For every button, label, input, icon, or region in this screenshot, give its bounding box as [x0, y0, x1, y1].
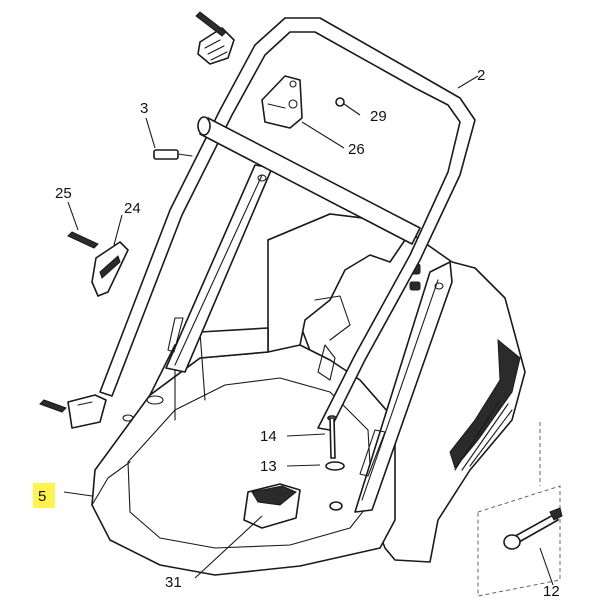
callout-5-highlight: [33, 483, 55, 508]
nut-29: [335, 97, 345, 107]
leader-lines: [63, 75, 554, 586]
clip-24: [91, 241, 129, 297]
bolt-14: [327, 415, 337, 459]
right-slide-rail: [354, 261, 453, 513]
screw-3: [153, 149, 193, 160]
sleeve-31: [243, 483, 301, 529]
callout-3: 3: [140, 100, 148, 117]
handle-frame: [99, 17, 476, 431]
callout-2: 2: [477, 67, 485, 84]
callout-25: 25: [55, 185, 72, 202]
bracket-26: [261, 75, 303, 129]
callout-24: 24: [124, 200, 141, 217]
bolt-12-outline: [477, 422, 561, 597]
callout-5: 5: [38, 488, 46, 505]
callout-29: 29: [370, 108, 387, 125]
bolt-12: [503, 507, 563, 550]
callout-13: 13: [260, 458, 277, 475]
screw-25: [67, 231, 99, 249]
lower-bracket: [39, 394, 107, 429]
callout-12: 12: [543, 583, 560, 600]
callout-14: 14: [260, 428, 277, 445]
callout-26: 26: [348, 141, 365, 158]
callout-31: 31: [165, 574, 182, 591]
top-clamp: [195, 11, 235, 65]
washer-13: [325, 461, 345, 471]
bottom-washer: [329, 501, 343, 511]
